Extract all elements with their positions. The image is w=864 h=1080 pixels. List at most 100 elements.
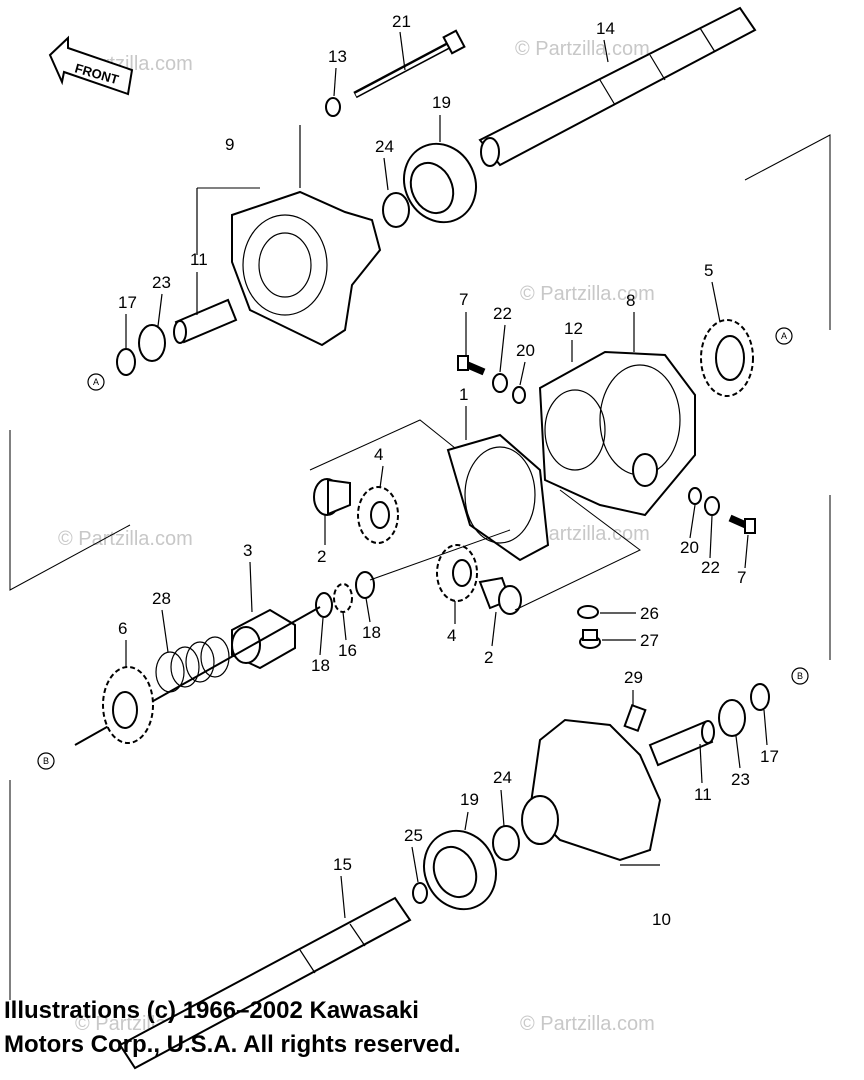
front-arrow-icon: FRONT <box>48 35 134 96</box>
callout-number: 22 <box>493 304 512 323</box>
svg-text:B: B <box>43 756 49 766</box>
watermark: © Partzilla.com <box>515 38 650 60</box>
part-1-gasket <box>446 433 550 562</box>
part-2-pinion-shaft <box>313 478 351 516</box>
copyright-line: Illustrations (c) 1966–2002 Kawasaki <box>4 997 419 1024</box>
part-11-sleeve <box>173 298 238 344</box>
callout-number: 11 <box>190 250 208 269</box>
part-27-plug <box>579 629 601 649</box>
callout-number: 1 <box>459 385 468 404</box>
part-18-clip <box>315 592 333 618</box>
part-26-washer <box>577 605 599 619</box>
callout-number: 8 <box>626 291 635 310</box>
part-24-seal <box>492 825 520 861</box>
reference-marker-b: B <box>37 752 55 770</box>
callout-number: 17 <box>760 747 779 766</box>
part-14-shaft <box>478 6 757 167</box>
callout-number: 16 <box>338 641 357 660</box>
callout-number: 18 <box>311 656 330 675</box>
callout-number: 18 <box>362 623 381 642</box>
callout-number: 17 <box>118 293 137 312</box>
callout-number: 28 <box>152 589 171 608</box>
callout-number: 24 <box>493 768 512 787</box>
part-17-clip <box>750 683 770 711</box>
leader-lines <box>125 31 768 919</box>
callout-number: 7 <box>737 568 746 587</box>
watermark: © Partzilla.com <box>520 1013 655 1035</box>
copyright-line: Motors Corp., U.S.A. All rights reserved… <box>4 1031 461 1058</box>
part-17-clip <box>116 348 136 376</box>
callout-number: 3 <box>243 541 252 560</box>
callout-number: 4 <box>447 626 456 645</box>
part-2-pinion-shaft <box>478 576 522 615</box>
part-16-gear <box>333 583 353 613</box>
part-13-washer <box>325 97 341 117</box>
part-9-housing <box>231 190 382 347</box>
callout-number: 20 <box>680 538 699 557</box>
part-23-washer <box>718 699 746 737</box>
part-25-seal <box>412 882 428 904</box>
watermark: © Partzilla.com <box>515 523 650 545</box>
svg-text:B: B <box>797 671 803 681</box>
callout-number: 19 <box>460 790 479 809</box>
callout-number: 13 <box>328 47 347 66</box>
part-7-bolt <box>457 355 486 376</box>
part-15-shaft <box>118 896 412 1070</box>
callout-number: 2 <box>317 547 326 566</box>
part-22-washer <box>492 373 508 393</box>
part-19-bearing <box>403 142 477 224</box>
callout-number: 22 <box>701 558 720 577</box>
callout-number: 27 <box>640 631 659 650</box>
callout-number: 26 <box>640 604 659 623</box>
callout-number: 25 <box>404 826 423 845</box>
callout-number: 9 <box>225 135 234 154</box>
part-5-ring-gear <box>700 319 754 397</box>
watermark-layer: © Partzilla.com © Partzilla.com © Partzi… <box>58 38 655 1035</box>
callout-number: 2 <box>484 648 493 667</box>
part-20-oring <box>688 487 702 505</box>
svg-text:A: A <box>781 331 787 341</box>
callout-number: 10 <box>652 910 671 929</box>
part-28-spring <box>155 636 230 693</box>
part-10-housing <box>521 718 662 862</box>
callout-number: 7 <box>459 290 468 309</box>
part-29-pin <box>623 703 647 733</box>
part-6-gear-shaft <box>74 606 321 746</box>
part-11-sleeve <box>648 720 715 767</box>
callout-number: 12 <box>564 319 583 338</box>
callout-number: 19 <box>432 93 451 112</box>
callout-number: 21 <box>392 12 411 31</box>
watermark: © Partzilla.com <box>58 528 193 550</box>
svg-text:A: A <box>93 377 99 387</box>
callout-number: 15 <box>333 855 352 874</box>
part-24-seal <box>382 192 410 228</box>
callout-number: 5 <box>704 261 713 280</box>
part-7-bolt <box>728 514 756 534</box>
copyright-notice: Illustrations (c) 1966–2002 Kawasaki Mot… <box>4 994 604 1062</box>
part-4-pinion-gear <box>436 544 478 602</box>
part-23-washer <box>138 324 166 362</box>
callout-layer: 21 14 13 19 9 24 11 23 17 5 7 22 20 12 8… <box>118 12 779 929</box>
callout-number: 11 <box>694 785 712 804</box>
part-18-clip <box>355 571 375 599</box>
part-4-pinion-gear <box>357 486 399 544</box>
callout-number: 29 <box>624 668 643 687</box>
watermark: © Partzilla.com <box>520 283 655 305</box>
part-20-oring <box>512 386 526 404</box>
reference-marker-a: A <box>775 327 793 345</box>
callout-number: 23 <box>731 770 750 789</box>
callout-number: 23 <box>152 273 171 292</box>
callout-number: 20 <box>516 341 535 360</box>
callout-number: 6 <box>118 619 127 638</box>
callout-number: 24 <box>375 137 394 156</box>
part-12-case <box>538 350 696 517</box>
part-19-bearing <box>423 829 497 911</box>
callout-number: 14 <box>596 19 615 38</box>
part-21-bolt <box>353 29 466 99</box>
callout-number: 4 <box>374 445 383 464</box>
reference-marker-b: B <box>791 667 809 685</box>
part-22-washer <box>704 496 720 516</box>
assembly-guide-lines <box>9 134 831 1000</box>
reference-marker-a: A <box>87 373 105 391</box>
